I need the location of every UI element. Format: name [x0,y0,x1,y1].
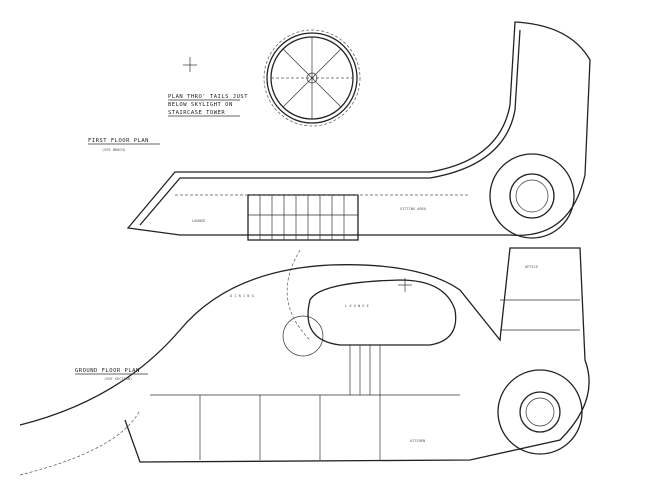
ground-floor-subtitle: (SEE SECTION) [104,377,132,381]
svg-text:LOUNGE: LOUNGE [192,219,205,223]
tower-note-line-1: PLAN THRO' TAILS JUST [168,94,248,100]
first-floor-subtitle: (SEE BROCH) [102,148,126,152]
tower-note: PLAN THRO' TAILS JUST BELOW SKYLIGHT ON … [168,94,248,117]
svg-text:KITCHEN: KITCHEN [410,439,425,443]
svg-text:OFFICE: OFFICE [525,265,538,269]
tower-note-line-2: BELOW SKYLIGHT ON [168,102,233,108]
tower-note-line-3: STAIRCASE TOWER [168,110,225,116]
svg-text:SITTING AREA: SITTING AREA [400,207,427,211]
ground-floor-title-text: GROUND FLOOR PLAN [75,368,140,374]
first-floor-title-text: FIRST FLOOR PLAN [88,138,149,144]
ground-floor-plan: D I N I N G L O U N G E OFFICE KITCHEN [19,247,590,476]
svg-text:D I N I N G: D I N I N G [230,294,254,298]
staircase-tower-plan [263,29,361,127]
first-floor-title: FIRST FLOOR PLAN (SEE BROCH) [88,138,160,152]
first-floor-plan: LOUNGE SITTING AREA [126,21,591,241]
svg-text:L O U N G E: L O U N G E [345,304,369,308]
ground-floor-title: GROUND FLOOR PLAN (SEE SECTION) [75,368,148,381]
